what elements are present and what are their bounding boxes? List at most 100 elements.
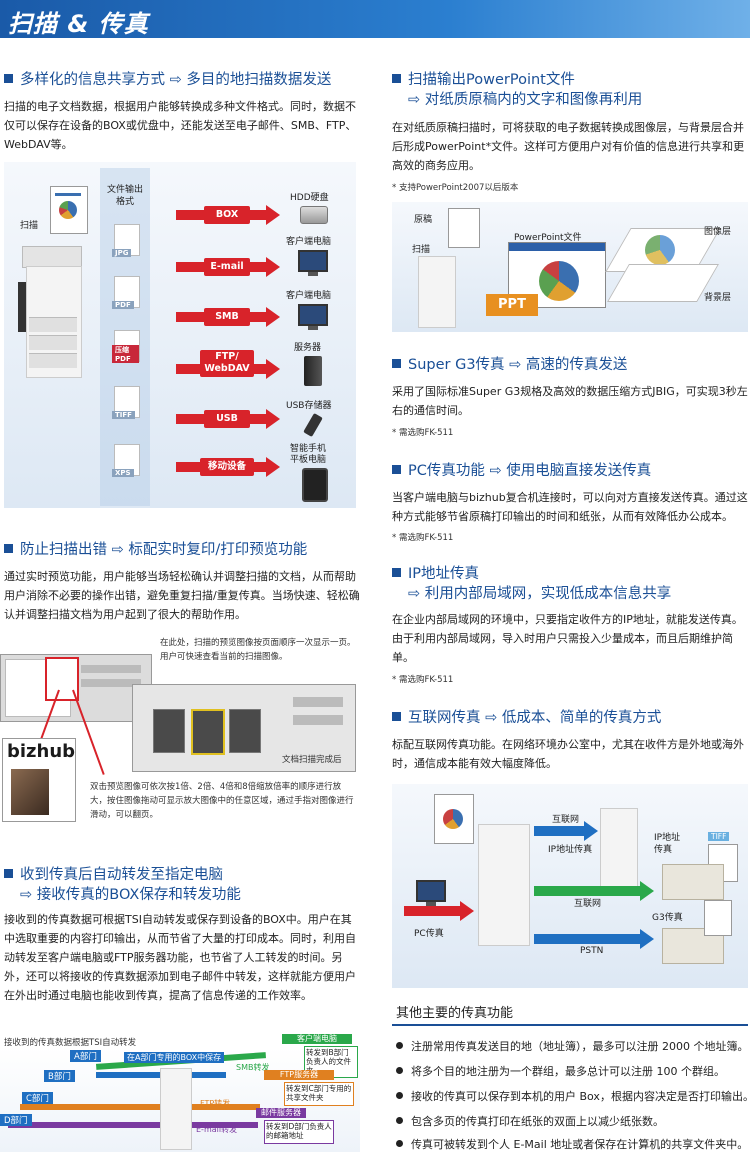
internet-fax-diagram: PC传真 互联网 IP地址传真 IP地址 传真 TIFF 互联网 PSTN G3… [392,784,748,988]
section-internet-fax-title: 互联网传真 ⇨ 低成本、简单的传真方式 [392,708,661,728]
mobile-device-label: 智能手机 平板电脑 [290,444,327,465]
hdd-icon [300,206,328,224]
section-powerpoint-title: 扫描输出PowerPoint文件⇨ 对纸质原稿内的文字和图像再利用 [392,70,642,110]
dept-a-label: A部门 [70,1050,101,1062]
ip-fax-note: * 需选购FK-511 [392,675,454,685]
preview-note-3: 双击预览图像可依次按1倍、2倍、4倍和8倍缩放倍率的顺序进行放大，按住图像拖动可… [90,782,354,820]
jpg-file-icon: JPG [112,224,140,257]
section-super-g3-title: Super G3传真 ⇨ 高速的传真发送 [392,355,627,375]
bullet-square-icon [4,74,13,83]
internet-arrow [534,821,598,841]
bullet-square-icon [392,568,401,577]
section-pc-fax-body: 当客户端电脑与bizhub复合机连接时，可以向对方直接发送传真。通过这种方式能够… [392,491,748,523]
preview-screen-1 [0,654,152,722]
fax-machine-icon-1 [662,864,724,900]
bullet-dot-icon [396,1117,403,1124]
section-fax-forward-body: 接收到的传真数据可根据TSI自动转发或保存到设备的BOX中。用户在其中选取重要的… [4,913,356,1002]
section-multi-destination-body: 扫描的电子文档数据，根据用户能够转换成多种文件格式。同时，数据不仅可以保存在设备… [4,100,357,151]
powerpoint-note: * 支持PowerPoint2007以后版本 [392,183,519,193]
server-label: 服务器 [294,343,322,353]
other-features-divider [392,1024,748,1026]
ftp-server-desc: 转发到C部门专用的共享文件夹 [284,1082,354,1106]
pc-to-mfp-arrow [404,901,474,921]
bullet-dot-icon [396,1092,403,1099]
section-preview-title: 防止扫描出错 ⇨ 标配实时复印/打印预览功能 [4,540,307,560]
powerpoint-diagram: 原稿 扫描 PowerPoint文件 PPT 图像层 背景层 [392,202,748,332]
bullet-square-icon [4,869,13,878]
section-pc-fax-title: PC传真功能 ⇨ 使用电脑直接发送传真 [392,461,651,481]
smb-forward-label: SMB转发 [236,1063,270,1072]
bullet-dot-icon [396,1067,403,1074]
section-preview-body: 通过实时预览功能，用户能够当场轻松确认并调整扫描的文档，从而帮助用户消除不必要的… [4,570,360,621]
tablet-icon [302,468,328,502]
ftp-server-header: FTP服务器 [264,1070,334,1080]
bullet-dot-icon [396,1140,403,1147]
bullet-square-icon [392,465,401,474]
box-save-label: 在A部门专用的BOX中保存 [124,1052,225,1063]
mail-server-header: 邮件服务器 [256,1108,306,1118]
fax-mfp-icon [160,1068,192,1150]
preview-screen-2 [132,684,356,772]
other-feature-item-4: 包含多页的传真打印在纸张的双面上以减少纸张数。 [396,1113,664,1129]
internet-arrow-2 [534,881,654,901]
section-internet-fax-body: 标配互联网传真功能。在网络环境办公室中，尤其在收件方是外地或海外时，通信成本能有… [392,738,744,770]
ppt-badge: PPT [486,294,538,316]
client-pc-icon-1 [298,250,328,276]
ftp-webdav-target-pill: FTP/ WebDAV [200,350,254,377]
ppt-mfp-icon [418,256,456,328]
scan-label: 扫描 [20,221,39,231]
email-forward-label: E-mail转发 [196,1125,238,1134]
ppt-file-label: PowerPoint文件 [514,233,582,243]
background-layer-label: 背景层 [704,293,732,303]
other-features-header: 其他主要的传真功能 [392,1002,748,1026]
other-feature-item-3: 接收的传真可以保存到本机的用户 Box，根据内容决定是否打印输出。 [396,1088,750,1104]
dept-b-label: B部门 [44,1070,75,1082]
usb-target-pill: USB [204,410,250,428]
mobile-target-pill: 移动设备 [200,458,254,476]
bizhub-document-preview: bizhub [2,738,76,822]
pc-fax-note: * 需选购FK-511 [392,533,454,543]
pstn-label: PSTN [580,946,604,956]
preview-note-1: 在此处，扫描的预览图像按页面顺序一次显示一页。用户可快速查看当前的扫描图像。 [160,638,356,662]
bullet-square-icon [392,359,401,368]
format-title: 文件输出 格式 [106,185,143,207]
other-feature-item-2: 将多个目的地注册为一个群组，最多总计可以注册 100 个群组。 [396,1063,725,1079]
scanned-document-icon [50,186,88,234]
xps-file-icon: XPS [112,444,140,477]
server-icon [304,356,322,386]
bullet-square-icon [4,544,13,553]
page-banner: 扫描 & 传真 [0,0,750,38]
fax-doc-icon [434,794,474,844]
ip-fax-label-2: IP地址 传真 [654,833,681,855]
g3-fax-label: G3传真 [652,913,683,923]
pdf-file-icon: PDF [112,276,140,309]
image-layer-label: 图像层 [704,227,732,237]
original-label: 原稿 [414,215,433,225]
internet-label-2: 互联网 [574,899,602,909]
usb-stick-icon [303,412,323,438]
other-feature-item-5: 传真可被转发到个人 E-Mail 地址或者保存在计算机的共享文件夹中。 [396,1136,748,1152]
receiver-mfp-icon [600,808,638,890]
super-g3-note: * 需选购FK-511 [392,428,454,438]
scan-send-diagram: 扫描 文件输出 格式 JPG PDF 压缩PDF TIFF XPS BOX E-… [4,162,356,508]
box-target-pill: BOX [204,206,250,224]
section-multi-destination-title: 多样化的信息共享方式 ⇨ 多目的地扫描数据发送 [4,70,331,90]
bullet-square-icon [392,74,401,83]
section-ip-fax-title: IP地址传真⇨ 利用内部局域网，实现低成本信息共享 [392,564,671,604]
smb-target-pill: SMB [204,308,250,326]
section-powerpoint-body: 在对纸质原稿扫描时，可将获取的电子数据转换成图像层，与背景层合并后形成Power… [392,121,745,172]
pstn-arrow [534,929,654,949]
bullet-square-icon [392,712,401,721]
scan-label-ppt: 扫描 [412,245,431,255]
dept-c-label: C部门 [22,1092,53,1104]
section-ip-fax-body: 在企业内部局域网的环境中，只要指定收件方的IP地址，就能发送传真。由于利用内部局… [392,613,743,664]
g3-doc-icon [704,900,732,936]
client-pc-label-2: 客户端电脑 [286,291,332,301]
ftp-forward-label: FTP转发 [200,1099,231,1108]
tiff-badge: TIFF [708,832,730,841]
pc-fax-label: PC传真 [414,929,444,939]
tiff-file-icon: TIFF [112,386,140,419]
dept-d-label: D部门 [0,1114,32,1126]
section-fax-forward-title: 收到传真后自动转发至指定电脑⇨ 接收传真的BOX保存和转发功能 [4,865,241,905]
preview-note-2: 文档扫描完成后 [282,755,342,765]
